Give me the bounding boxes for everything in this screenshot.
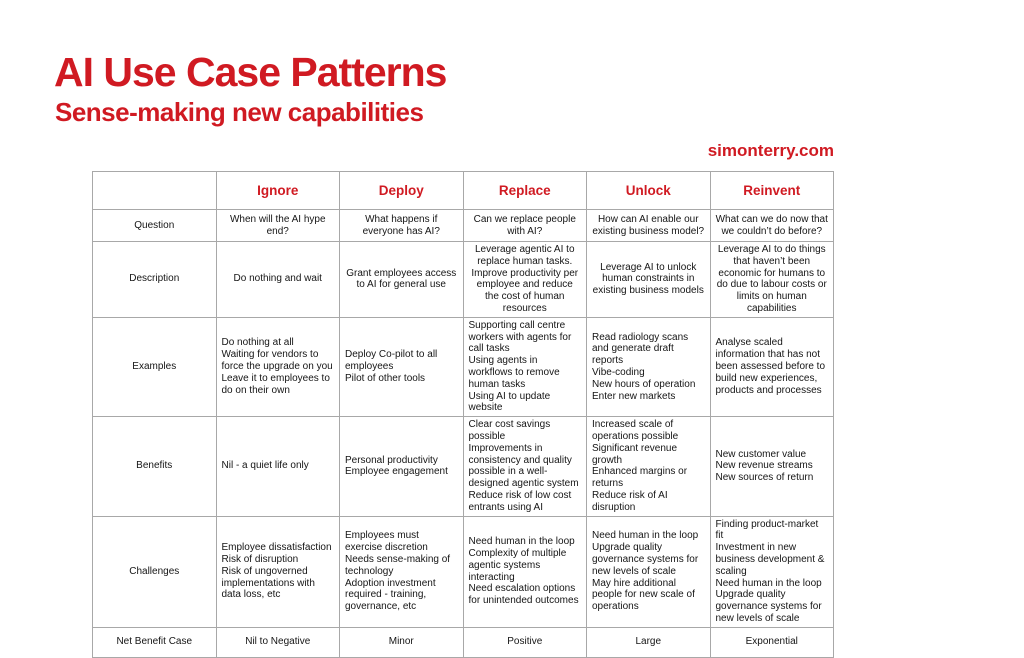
slide: AI Use Case Patterns Sense-making new ca… xyxy=(54,49,834,658)
cell-examples-replace: Supporting call centre workers with agen… xyxy=(462,316,587,418)
table-row-description: Description Do nothing and wait Grant em… xyxy=(92,241,834,318)
cell-challenges-replace: Need human in the loop Complexity of mul… xyxy=(462,515,587,628)
cell-benefits-unlock: Increased scale of operations possible S… xyxy=(586,416,711,517)
cell-challenges-ignore: Employee dissatisfaction Risk of disrupt… xyxy=(215,515,340,628)
column-header-ignore: Ignore xyxy=(215,171,340,210)
table-row-examples: Examples Do nothing at all Waiting for v… xyxy=(92,316,834,418)
table-row-question: Question When will the AI hype end? What… xyxy=(92,209,834,242)
column-header-deploy: Deploy xyxy=(339,171,464,210)
cell-examples-unlock: Read radiology scans and generate draft … xyxy=(586,316,711,418)
cell-description-deploy: Grant employees access to AI for general… xyxy=(339,241,464,318)
table-row-net-benefit-case: Net Benefit Case Nil to Negative Minor P… xyxy=(92,626,834,658)
cell-benefits-replace: Clear cost savings possible Improvements… xyxy=(462,416,587,517)
cell-challenges-deploy: Employees must exercise discretion Needs… xyxy=(339,515,464,628)
cell-net-unlock: Large xyxy=(586,626,711,658)
attribution-url: simonterry.com xyxy=(707,141,834,160)
cell-examples-deploy: Deploy Co-pilot to all employees Pilot o… xyxy=(339,316,464,418)
row-label-benefits: Benefits xyxy=(92,416,217,517)
cell-description-replace: Leverage agentic AI to replace human tas… xyxy=(462,241,587,318)
row-label-net-benefit-case: Net Benefit Case xyxy=(92,626,217,658)
cell-description-reinvent: Leverage AI to do things that haven’t be… xyxy=(709,241,834,318)
cell-description-unlock: Leverage AI to unlock human constraints … xyxy=(586,241,711,318)
cell-examples-ignore: Do nothing at all Waiting for vendors to… xyxy=(215,316,340,418)
cell-benefits-reinvent: New customer value New revenue streams N… xyxy=(709,416,834,517)
cell-description-ignore: Do nothing and wait xyxy=(215,241,340,318)
page-title: AI Use Case Patterns xyxy=(54,49,447,95)
table-row-benefits: Benefits Nil - a quiet life only Persona… xyxy=(92,416,834,517)
cell-net-ignore: Nil to Negative xyxy=(215,626,340,658)
cell-net-deploy: Minor xyxy=(339,626,464,658)
cell-benefits-deploy: Personal productivity Employee engagemen… xyxy=(339,416,464,517)
cell-benefits-ignore: Nil - a quiet life only xyxy=(215,416,340,517)
cell-examples-reinvent: Analyse scaled information that has not … xyxy=(709,316,834,418)
cell-net-replace: Positive xyxy=(462,626,587,658)
cell-challenges-unlock: Need human in the loop Upgrade quality g… xyxy=(586,515,711,628)
column-header-reinvent: Reinvent xyxy=(709,171,834,210)
corner-cell xyxy=(92,171,217,210)
table-header-row: Ignore Deploy Replace Unlock Reinvent xyxy=(92,171,834,210)
row-label-question: Question xyxy=(92,209,217,242)
cell-net-reinvent: Exponential xyxy=(709,626,834,658)
cell-question-deploy: What happens if everyone has AI? xyxy=(339,209,464,242)
row-label-description: Description xyxy=(92,241,217,318)
table-row-challenges: Challenges Employee dissatisfaction Risk… xyxy=(92,515,834,628)
page-subtitle: Sense-making new capabilities xyxy=(55,97,424,127)
cell-challenges-reinvent: Finding product-market fit Investment in… xyxy=(709,515,834,628)
column-header-unlock: Unlock xyxy=(586,171,711,210)
cell-question-unlock: How can AI enable our existing business … xyxy=(586,209,711,242)
cell-question-replace: Can we replace people with AI? xyxy=(462,209,587,242)
cell-question-reinvent: What can we do now that we couldn’t do b… xyxy=(709,209,834,242)
row-label-challenges: Challenges xyxy=(92,515,217,628)
cell-question-ignore: When will the AI hype end? xyxy=(215,209,340,242)
row-label-examples: Examples xyxy=(92,316,217,418)
column-header-replace: Replace xyxy=(462,171,587,210)
use-case-pattern-table: Ignore Deploy Replace Unlock Reinvent Qu… xyxy=(92,171,834,658)
